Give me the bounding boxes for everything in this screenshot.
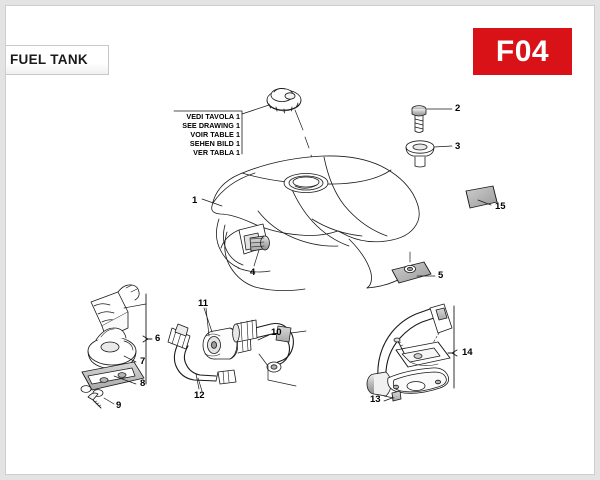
grommet-part-3 <box>405 140 435 168</box>
tank-fitting-part-4 <box>220 223 270 255</box>
callout-2: 2 <box>455 103 461 114</box>
callout-8: 8 <box>140 378 146 389</box>
callout-12: 12 <box>194 390 205 401</box>
callout-1: 1 <box>192 195 198 206</box>
see-drawing-note: VEDI TAVOLA 1 SEE DRAWING 1 VOIR TABLE 1… <box>174 112 240 157</box>
plate-code-text: F04 <box>495 34 550 68</box>
callout-11: 11 <box>198 298 209 309</box>
cap-centre-line <box>294 109 319 181</box>
note-line-it: VEDI TAVOLA 1 <box>186 112 240 121</box>
diagram-sheet: FUEL TANK F04 VEDI TAVOLA 1 SEE DRAWING … <box>6 6 594 474</box>
tank-bracket-part-5 <box>391 251 432 284</box>
fuel-tank-body <box>211 155 420 291</box>
note-line-fr: VOIR TABLE 1 <box>190 130 240 140</box>
fuel-hose-part-10 <box>232 319 307 373</box>
note-line-de: SEHEN BILD 1 <box>189 139 240 149</box>
note-line-en: SEE DRAWING 1 <box>182 121 240 131</box>
callout-leader-lines <box>103 108 492 405</box>
technical-drawing <box>80 88 498 409</box>
fuel-cap-part <box>266 88 302 114</box>
callout-15: 15 <box>495 201 506 212</box>
callout-6: 6 <box>155 333 161 344</box>
plate-code-badge: F04 <box>473 28 572 75</box>
bolt-part-2 <box>411 105 427 133</box>
callout-13: 13 <box>370 394 381 405</box>
note-line-es: VER TABLA 1 <box>193 148 240 158</box>
section-title-text: FUEL TANK <box>10 52 88 67</box>
rubber-pad-part-15 <box>465 185 498 209</box>
callout-3: 3 <box>455 141 461 152</box>
section-title-tab: FUEL TANK <box>6 45 109 75</box>
callout-9: 9 <box>116 400 122 411</box>
callout-14: 14 <box>462 347 473 358</box>
fuel-hose-part-12 <box>167 323 237 390</box>
callout-5: 5 <box>438 270 444 281</box>
callout-7: 7 <box>140 356 146 367</box>
leader-line-group <box>258 353 297 387</box>
fuel-filter-part-11 <box>202 307 252 360</box>
callout-10: 10 <box>271 327 282 338</box>
callout-4: 4 <box>250 267 256 278</box>
tank-bracket-assembly <box>366 303 458 402</box>
fuel-pump-assembly <box>80 284 153 409</box>
